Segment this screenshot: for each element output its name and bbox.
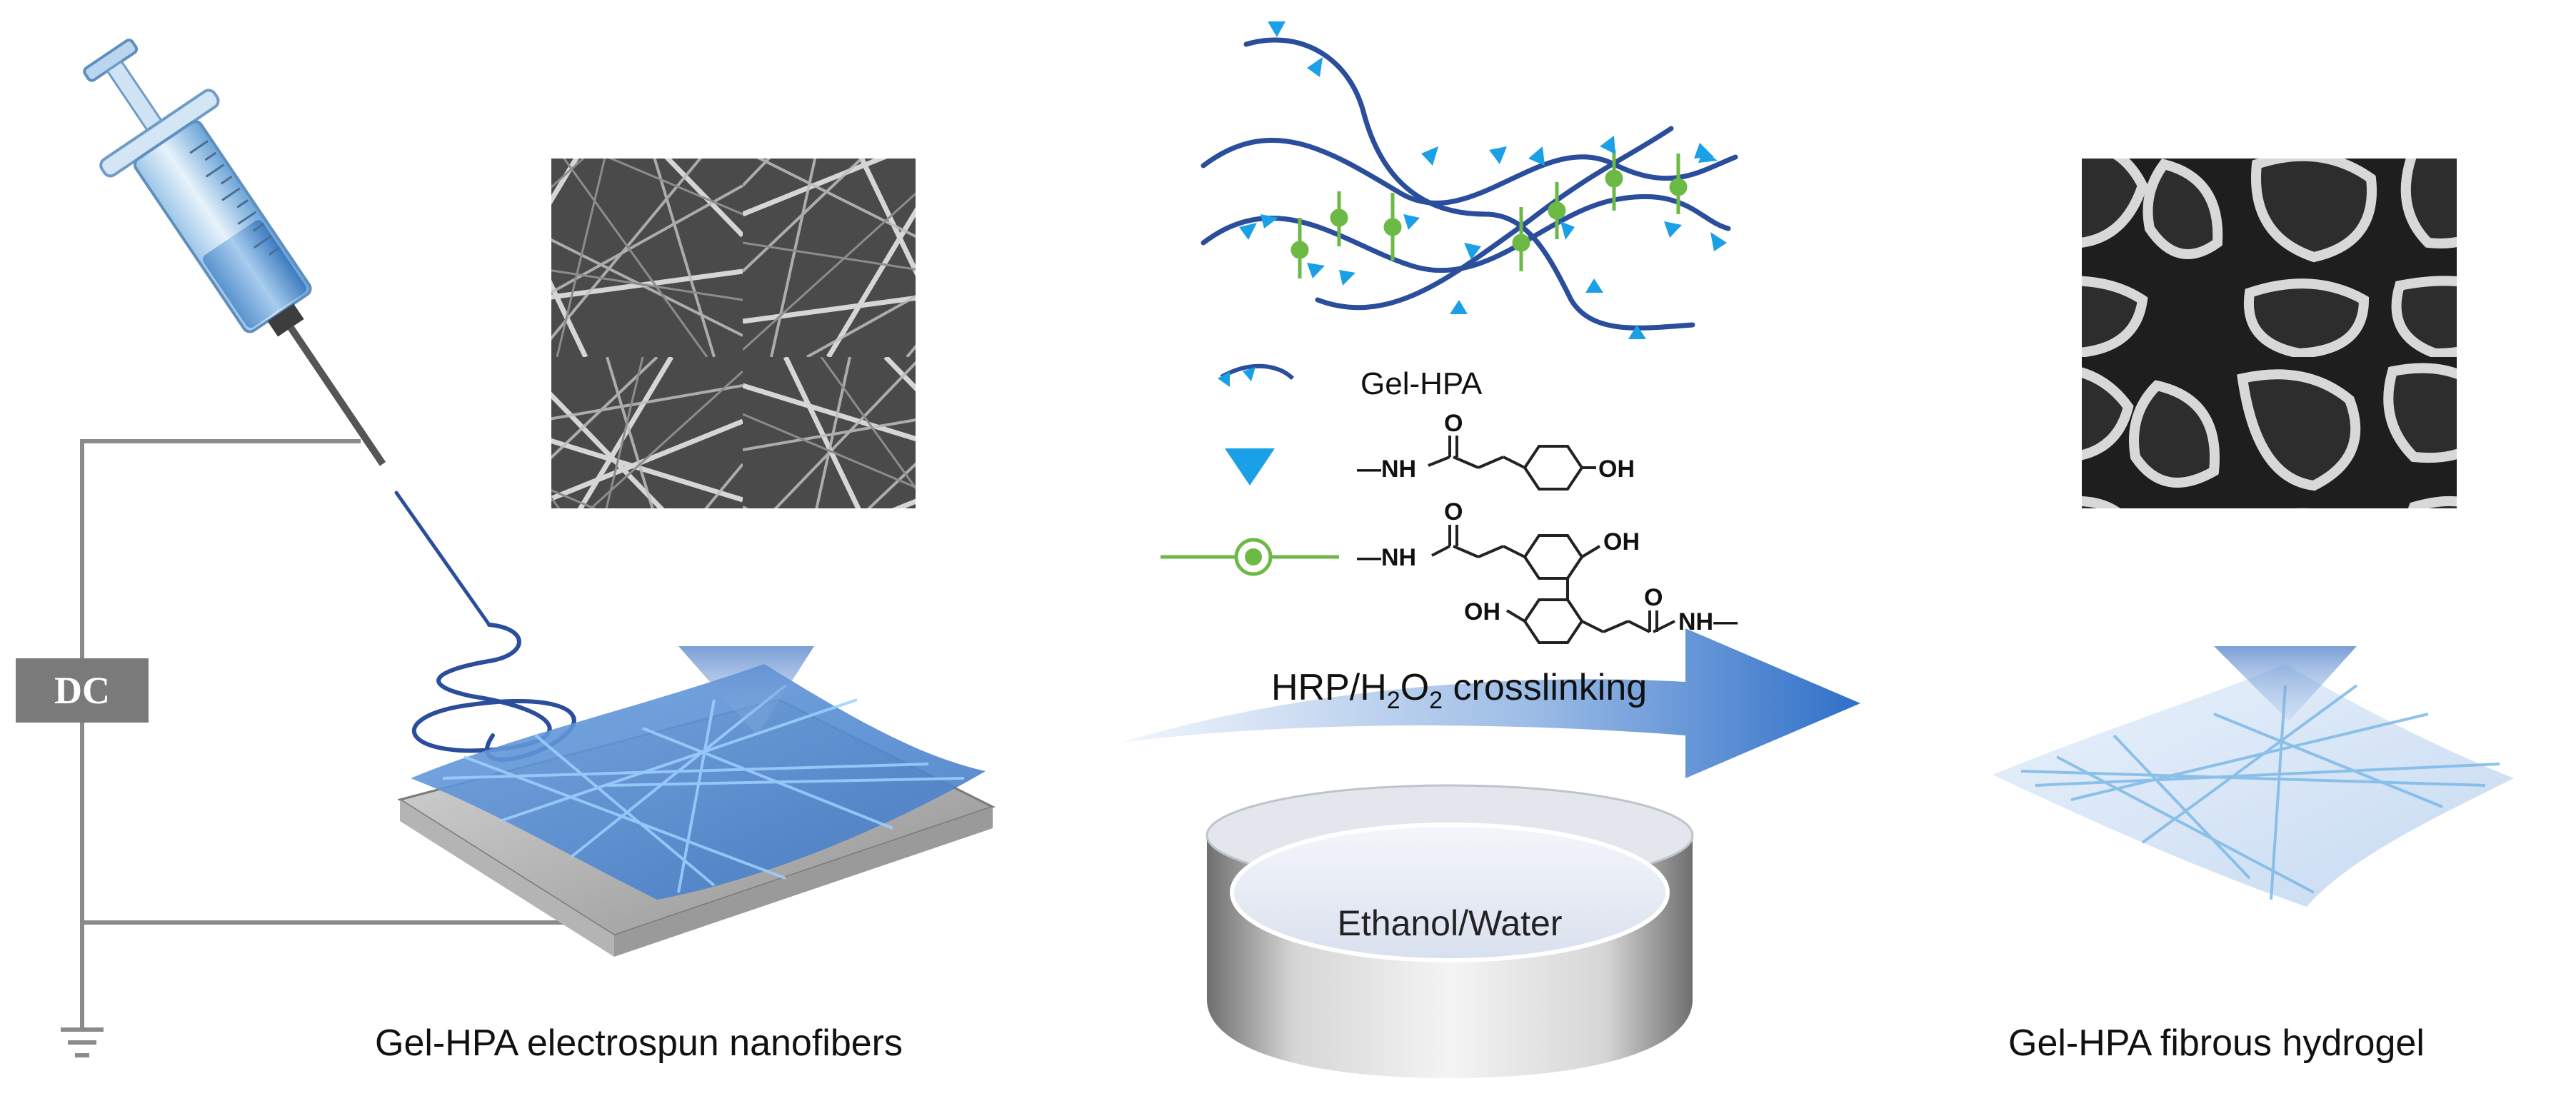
electrospinning-jet: [396, 493, 574, 760]
ground-icon: [61, 1030, 104, 1055]
dimer-nh-left: —NH: [1357, 544, 1416, 571]
legend-chain-icon: [1221, 366, 1293, 378]
right-caption: Gel-HPA fibrous hydrogel: [2008, 1022, 2425, 1064]
left-caption: Gel-HPA electrospun nanofibers: [375, 1022, 903, 1064]
legend-hpa-triangle-icon: [1225, 448, 1275, 486]
syringe-icon: [50, 16, 438, 502]
solvent-label: Ethanol/Water: [1338, 903, 1563, 943]
crosslink-suffix: crosslinking: [1443, 667, 1647, 708]
sem-image-hydrogel: [2082, 159, 2457, 508]
legend: Gel-HPA —NH O OH: [1161, 366, 1738, 643]
sem-image-electrospun: [551, 159, 916, 508]
legend-crosslink-icon: [1161, 540, 1339, 574]
dc-label: DC: [54, 669, 110, 712]
dimer-oh-bottom: OH: [1464, 598, 1500, 625]
legend-gel-hpa: Gel-HPA: [1360, 366, 1483, 401]
dimer-o-right: O: [1644, 584, 1663, 611]
hpa-markers: [1239, 21, 1727, 339]
dc-power-source: DC: [16, 658, 149, 723]
petri-dish-icon: Ethanol/Water: [1207, 785, 1693, 1078]
polymer-network: Gel-HPA —NH O OH: [1161, 21, 1738, 643]
hydrogel-result: Gel-HPA fibrous hydrogel: [1993, 159, 2514, 1064]
hpa-nh: —NH: [1357, 456, 1416, 483]
dimer-o-top: O: [1444, 498, 1463, 526]
crosslink-sub-2b: 2: [1429, 687, 1443, 714]
electrospinning-setup: DC: [16, 16, 993, 1064]
crosslink-sub-2a: 2: [1387, 687, 1400, 714]
hpa-oh: OH: [1598, 456, 1635, 483]
dimer-oh-top: OH: [1603, 528, 1640, 555]
crosslink-o: O: [1400, 667, 1429, 708]
process-step: HRP/H2O2 crosslinking Ethanol/Water: [1121, 628, 1860, 1078]
fibrous-hydrogel-sheet: [1993, 646, 2514, 907]
circuit-wires: [82, 441, 571, 1028]
crosslinking-label: HRP/H2O2 crosslinking: [1271, 667, 1647, 714]
crosslink-prefix: HRP/H: [1271, 667, 1387, 708]
hpa-carbonyl-o: O: [1444, 410, 1463, 437]
gel-hpa-chains: [1203, 40, 1735, 328]
hpa-structure: [1428, 436, 1596, 489]
